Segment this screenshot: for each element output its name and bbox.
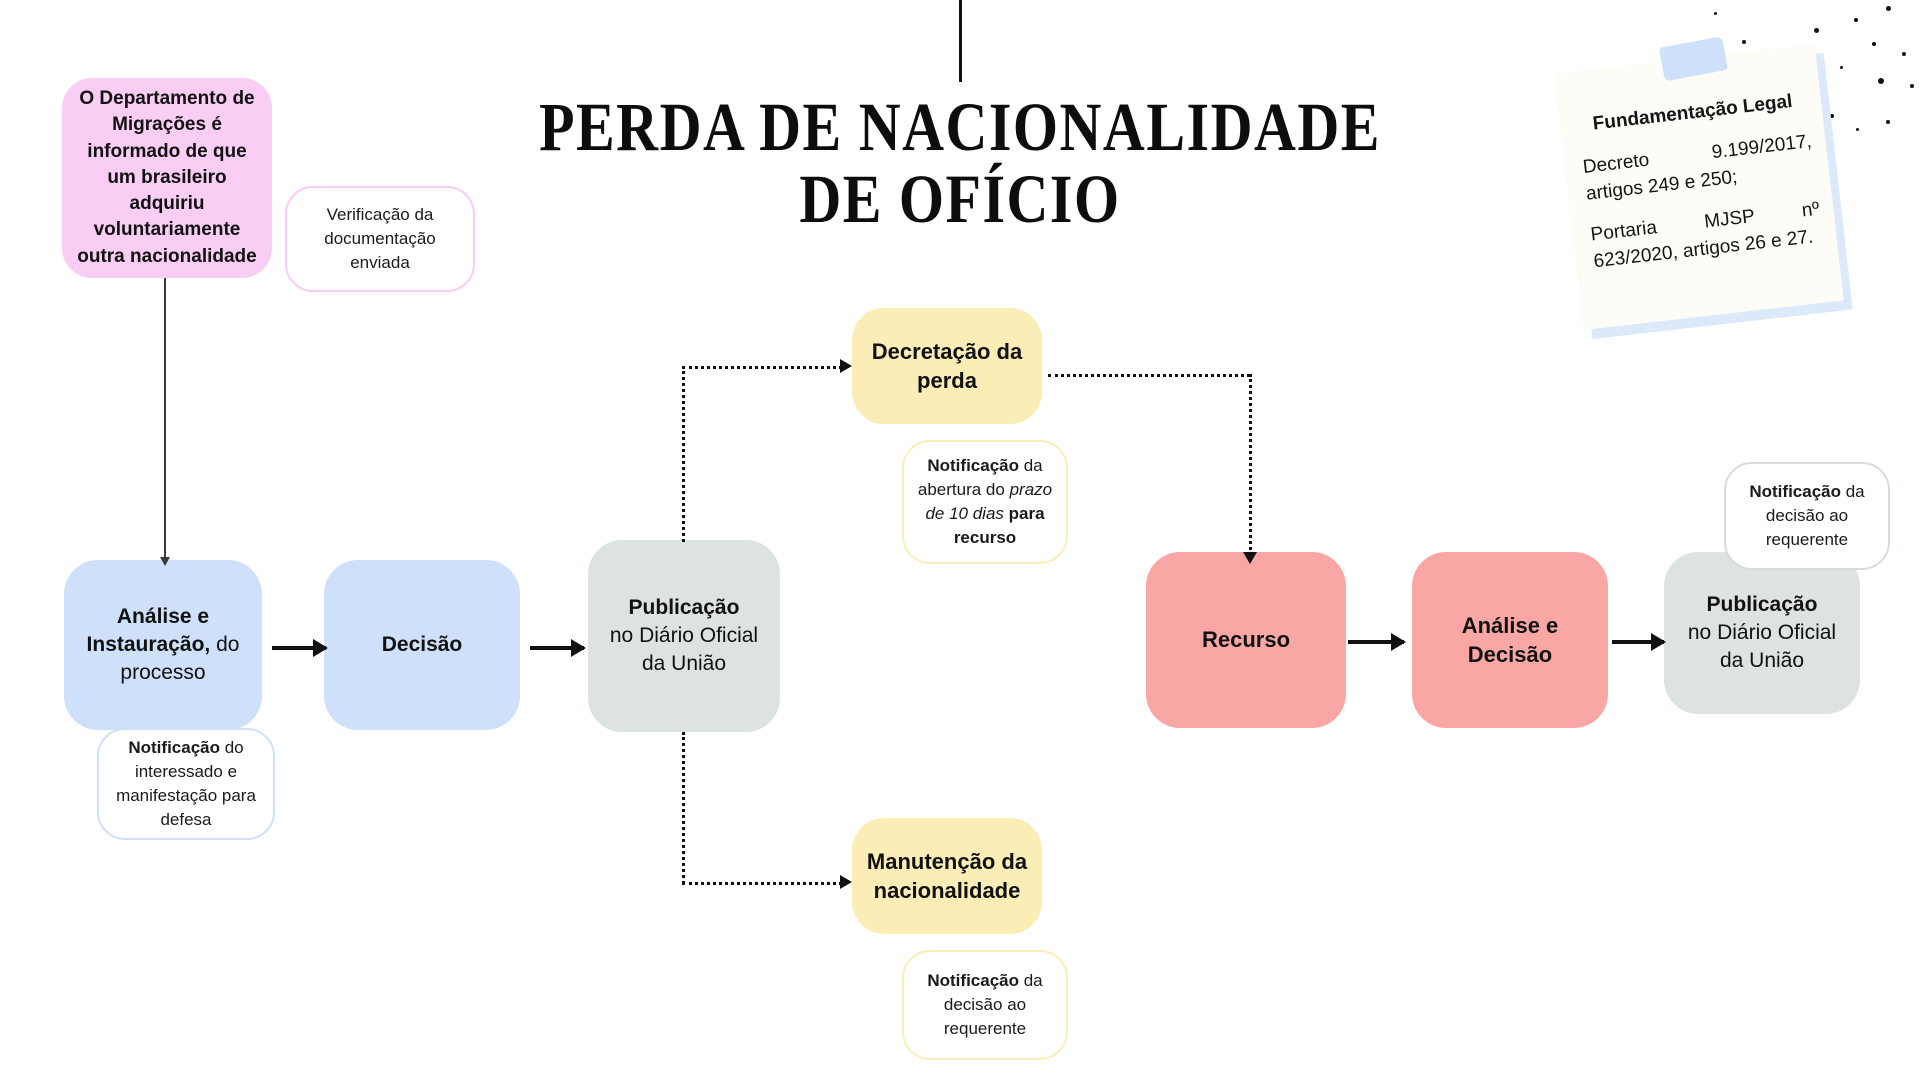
note-notificacao-final-bold: Notificação bbox=[1749, 481, 1841, 501]
note-verificacao-documentacao[interactable]: Verificação da documentação enviada bbox=[285, 186, 475, 292]
note-notificacao-prazo-bold2: para recurso bbox=[953, 504, 1045, 548]
note-notificacao-defesa-bold: Notificação bbox=[128, 737, 220, 757]
note-notificacao-defesa-text: Notificação do interessado e manifestaçã… bbox=[111, 736, 261, 833]
node-publicacao-1-bold: Publicação bbox=[628, 595, 740, 619]
node-publicacao-diario-oficial-1[interactable]: Publicação no Diário Oficial da União bbox=[588, 540, 780, 732]
dotted-v-publicacao-to-manutencao bbox=[682, 732, 685, 884]
note-notificacao-manutencao-bold: Notificação bbox=[927, 970, 1019, 990]
dotted-arrowhead-decretacao bbox=[840, 359, 852, 373]
note-notificacao-defesa[interactable]: Notificação do interessado e manifestaçã… bbox=[97, 728, 275, 840]
node-analise-instauracao-regular: do processo bbox=[120, 632, 240, 685]
note-notificacao-final-text: Notificação da decisão ao requerente bbox=[1738, 480, 1876, 552]
node-decretacao-da-perda[interactable]: Decretação da perda bbox=[852, 308, 1042, 424]
note-notificacao-prazo-text: Notificação da abertura do prazo de 10 d… bbox=[916, 454, 1054, 551]
page-title: PERDA DE NACIONALIDADE DE OFÍCIO bbox=[480, 91, 1440, 238]
note-notificacao-prazo-italic: prazo de 10 dias bbox=[925, 479, 1053, 523]
note-notificacao-defesa-rest: do interessado e manifestação para defes… bbox=[116, 737, 256, 830]
node-analise-instauracao-text: Análise e Instauração, do processo bbox=[78, 603, 248, 687]
arrow-decisao-to-publicacao bbox=[530, 639, 586, 657]
note-notificacao-prazo-part1: da abertura do bbox=[917, 455, 1043, 499]
node-analise-instauracao-bold: Análise e Instauração, bbox=[86, 604, 211, 656]
node-publicacao-2-bold: Publicação bbox=[1706, 592, 1818, 616]
note-notificacao-manutencao-rest: da decisão ao requerente bbox=[943, 970, 1043, 1039]
note-notificacao-manutencao-text: Notificação da decisão ao requerente bbox=[916, 969, 1054, 1041]
node-manutencao-label: Manutenção da nacionalidade bbox=[866, 848, 1028, 903]
arrow-recurso-to-analise-decisao bbox=[1348, 633, 1406, 651]
node-decisao[interactable]: Decisão bbox=[324, 560, 520, 730]
dotted-v-publicacao-to-decretacao bbox=[682, 366, 685, 542]
arrow-analise-decisao-to-publicacao bbox=[1612, 633, 1666, 651]
node-publicacao-diario-oficial-2[interactable]: Publicação no Diário Oficial da União bbox=[1664, 552, 1860, 714]
arrow-analise-to-decisao bbox=[272, 639, 328, 657]
page-title-line-2: DE OFÍCIO bbox=[799, 160, 1121, 238]
node-analise-decisao-label: Análise e Decisão bbox=[1461, 612, 1559, 667]
sticky-note-item-2: Portaria MJSP nº 623/2020, artigos 26 e … bbox=[1589, 198, 1821, 273]
note-notificacao-prazo-recurso[interactable]: Notificação da abertura do prazo de 10 d… bbox=[902, 440, 1068, 564]
note-notificacao-decisao-final[interactable]: Notificação da decisão ao requerente bbox=[1724, 462, 1890, 570]
node-publicacao-1-text: Publicação no Diário Oficial da União bbox=[602, 594, 766, 678]
dotted-arrowhead-recurso bbox=[1243, 552, 1257, 564]
trigger-box-departamento-migracoes[interactable]: O Departamento de Migrações é informado … bbox=[62, 78, 272, 278]
note-notificacao-decisao-manutencao[interactable]: Notificação da decisão ao requerente bbox=[902, 950, 1068, 1060]
trigger-box-text: O Departamento de Migrações é informado … bbox=[77, 88, 257, 267]
note-verificacao-text: Verificação da documentação enviada bbox=[324, 204, 436, 273]
title-divider-rule bbox=[959, 0, 962, 82]
node-recurso[interactable]: Recurso bbox=[1146, 552, 1346, 728]
dotted-v-decretacao-to-recurso bbox=[1249, 374, 1252, 556]
node-publicacao-1-regular: no Diário Oficial da União bbox=[609, 623, 759, 676]
node-decretacao-label: Decretação da perda bbox=[871, 338, 1023, 393]
connector-trigger-to-analise bbox=[161, 278, 169, 566]
note-notificacao-final-rest: da decisão ao requerente bbox=[1765, 481, 1865, 550]
legal-basis-sticky-note: Fundamentação Legal Decreto 9.199/2017, … bbox=[1554, 36, 1853, 340]
node-publicacao-2-text: Publicação no Diário Oficial da União bbox=[1678, 591, 1846, 675]
node-publicacao-2-regular: no Diário Oficial da União bbox=[1687, 620, 1837, 673]
page-title-line-1: PERDA DE NACIONALIDADE bbox=[539, 88, 1381, 166]
dotted-h-publicacao-to-manutencao bbox=[682, 882, 842, 885]
dotted-h-decretacao-to-recurso bbox=[1048, 374, 1250, 377]
dotted-arrowhead-manutencao bbox=[840, 875, 852, 889]
node-manutencao-nacionalidade[interactable]: Manutenção da nacionalidade bbox=[852, 818, 1042, 934]
node-analise-decisao[interactable]: Análise e Decisão bbox=[1412, 552, 1608, 728]
sticky-note-body: Decreto 9.199/2017, artigos 249 e 250; P… bbox=[1582, 129, 1826, 290]
node-decisao-label: Decisão bbox=[381, 632, 463, 656]
node-analise-instauracao[interactable]: Análise e Instauração, do processo bbox=[64, 560, 262, 730]
node-recurso-label: Recurso bbox=[1201, 627, 1291, 653]
dotted-h-publicacao-to-decretacao bbox=[682, 366, 842, 369]
note-notificacao-prazo-bold: Notificação bbox=[927, 455, 1019, 475]
